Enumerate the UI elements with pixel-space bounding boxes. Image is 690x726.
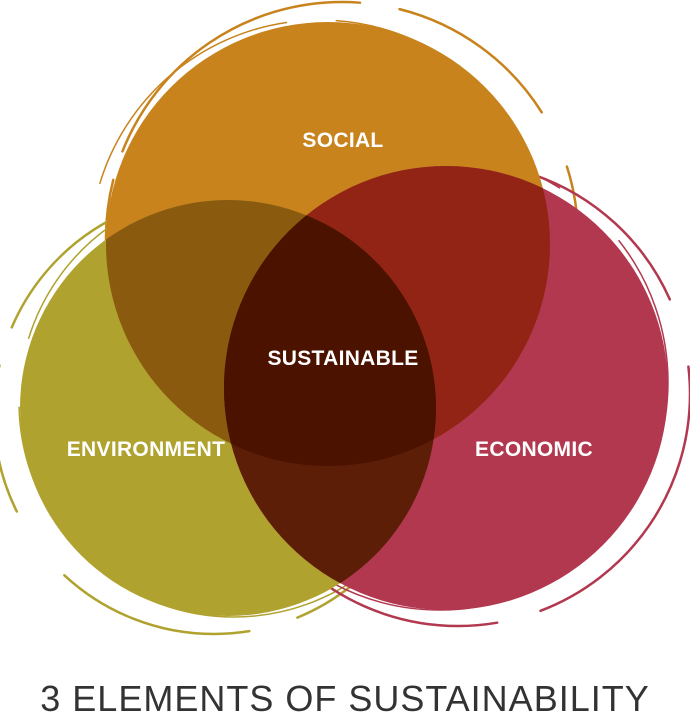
social-label: SOCIAL [302, 129, 383, 152]
center-overlap [224, 200, 436, 466]
center-label: SUSTAINABLE [267, 347, 418, 370]
venn-diagram: SOCIAL ENVIRONMENT ECONOMIC SUSTAINABLE [0, 0, 690, 636]
economic-label: ECONOMIC [475, 438, 593, 461]
environment-label: ENVIRONMENT [67, 438, 225, 461]
diagram-caption: 3 ELEMENTS OF SUSTAINABILITY [40, 678, 650, 719]
